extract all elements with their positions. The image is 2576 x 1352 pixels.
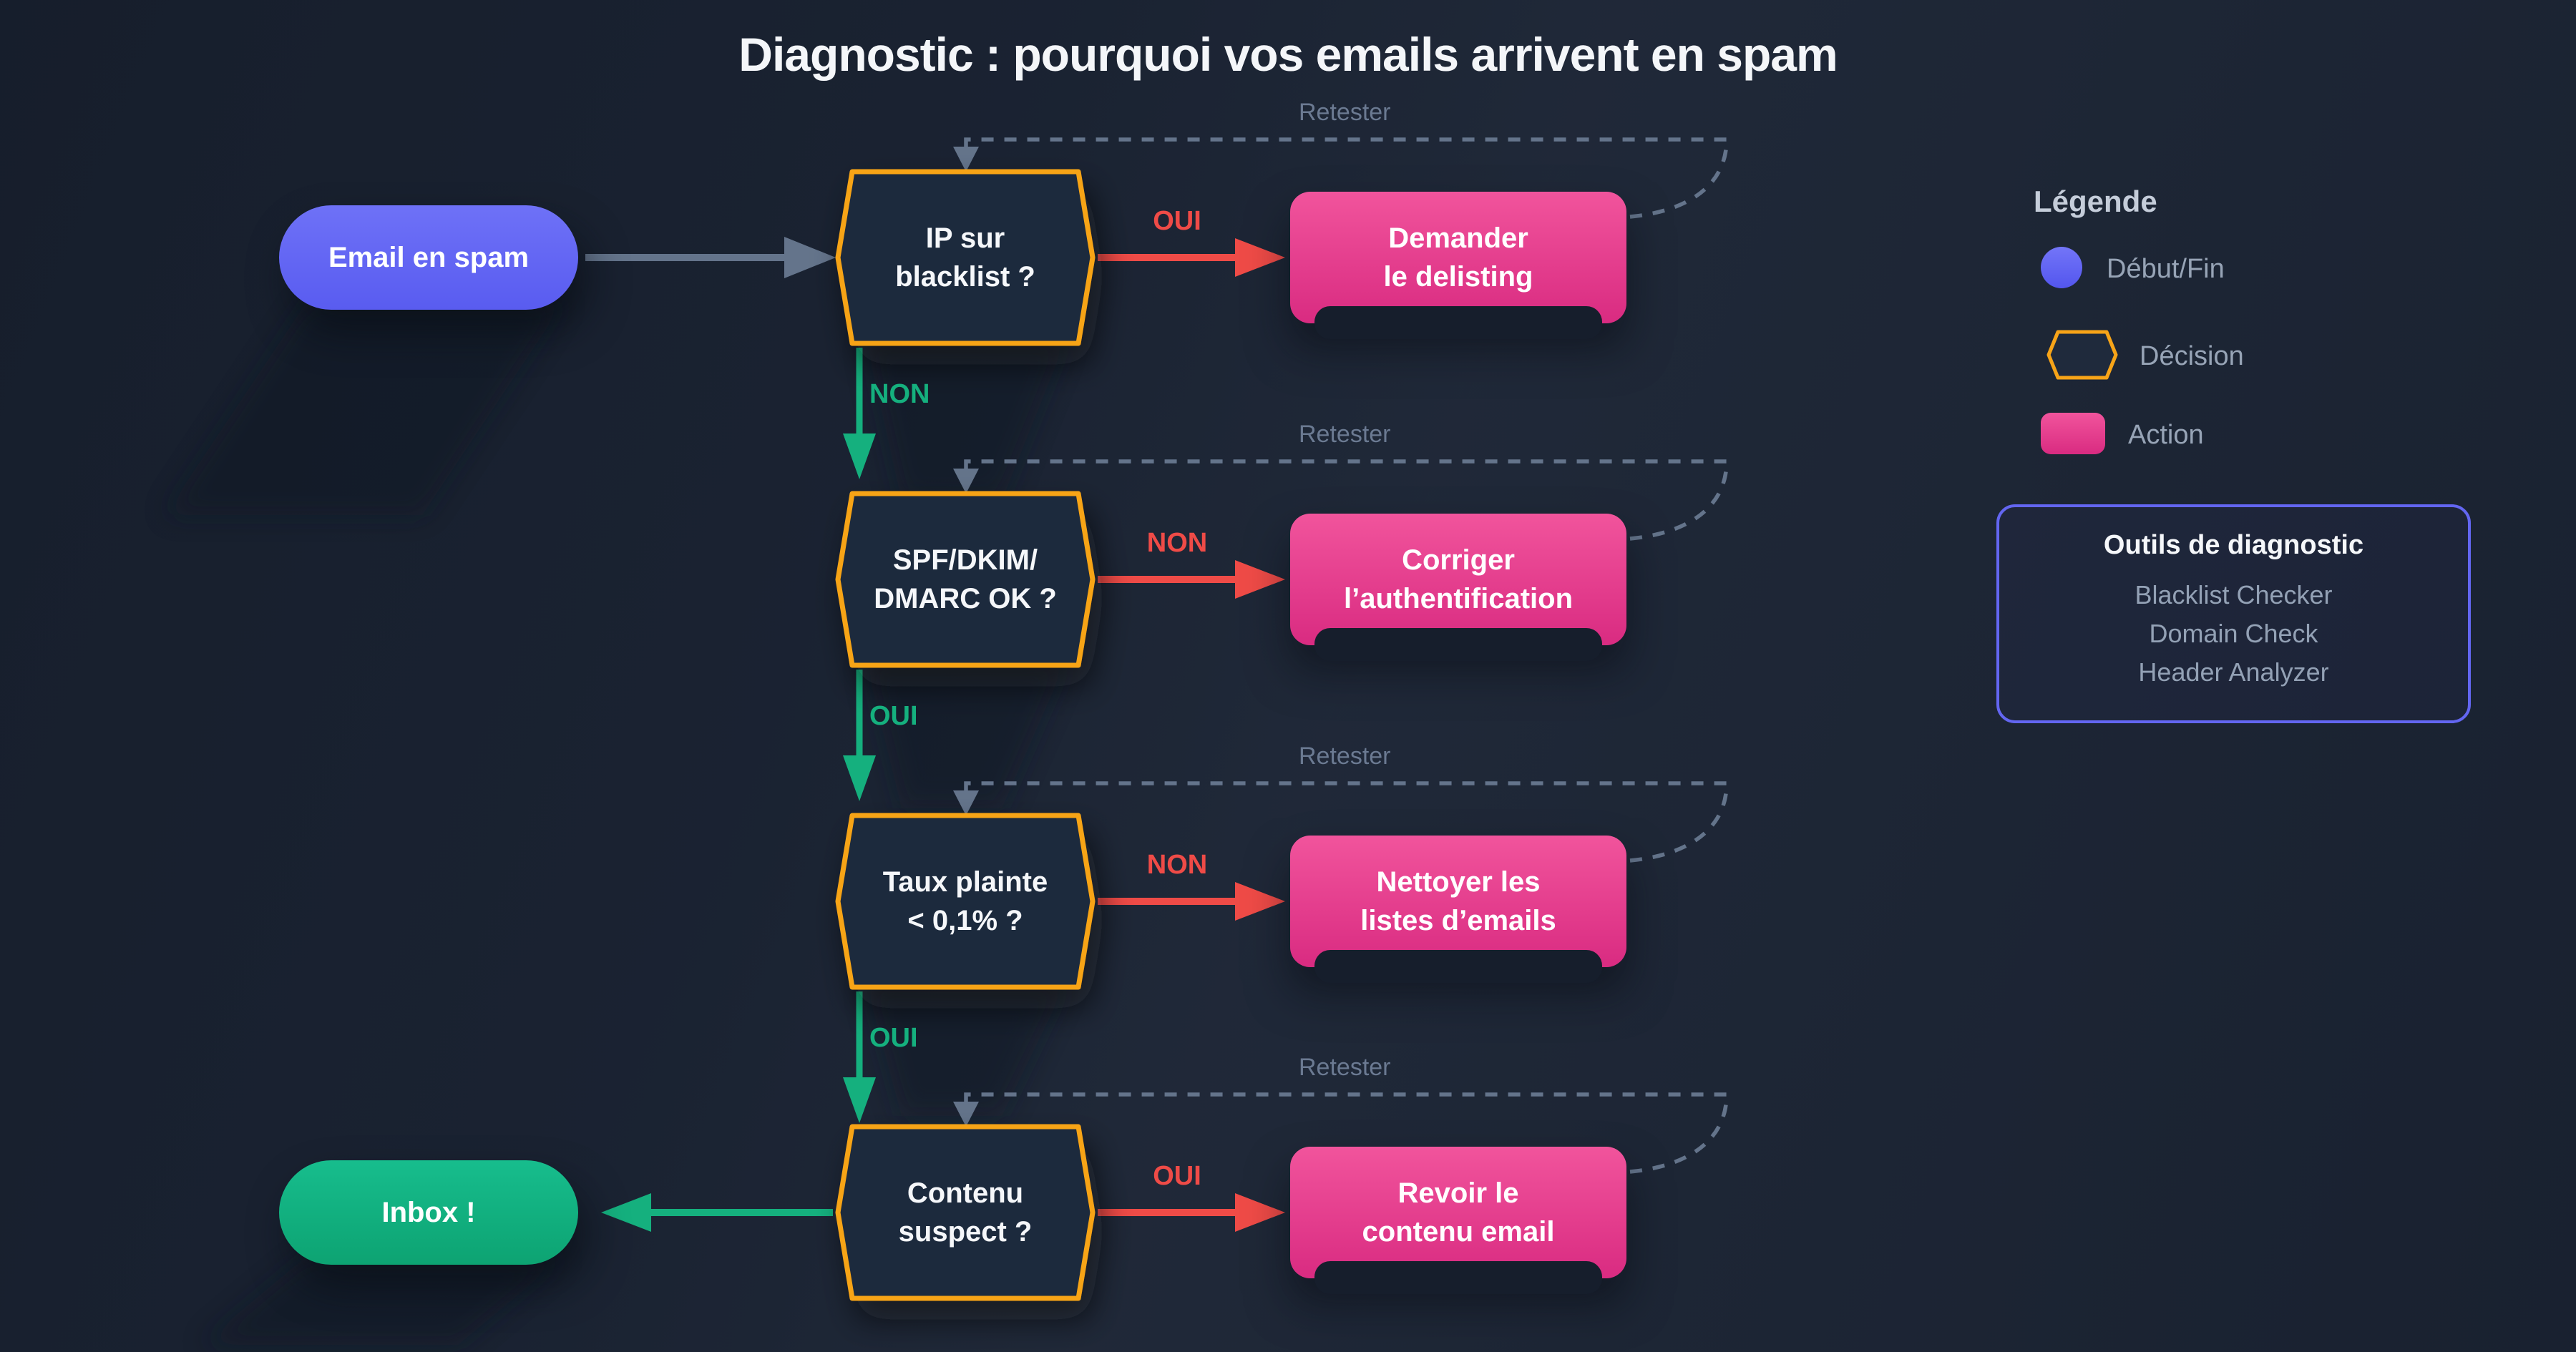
action-line: Nettoyer les: [1376, 866, 1541, 898]
action-nettoyer-listes: Nettoyer les listes d’emails: [1290, 836, 1626, 983]
action-line: l’authentification: [1344, 583, 1573, 614]
legend-action-label: Action: [2128, 420, 2204, 450]
action-line: le delisting: [1383, 261, 1533, 293]
branch-label-non: NON: [1146, 528, 1208, 558]
legend-action-icon: [2041, 413, 2105, 454]
decision-contenu-suspect: Contenu suspect ?: [838, 1127, 1093, 1298]
retester-label: Retester: [1299, 1054, 1391, 1081]
page-title: Diagnostic : pourquoi vos emails arriven…: [738, 28, 1838, 81]
start-arrow: [585, 237, 836, 278]
legend-start-end-label: Début/Fin: [2107, 254, 2225, 284]
decision-hexagons: [835, 169, 1096, 1301]
legend-decision-icon: [2046, 330, 2118, 380]
red-branch-arrows: [1098, 254, 1235, 1216]
retester-label: Retester: [1299, 421, 1391, 448]
decision-line: IP sur: [925, 222, 1005, 254]
tools-item: Header Analyzer: [2138, 657, 2329, 687]
decision-line: Taux plainte: [882, 866, 1048, 898]
decision-line: SPF/DKIM/: [892, 544, 1038, 576]
end-node: Inbox !: [279, 1160, 578, 1265]
end-node-label: Inbox !: [381, 1196, 476, 1228]
green-arrowheads: [843, 433, 876, 1123]
decision-line: blacklist ?: [895, 261, 1035, 293]
action-corriger-authentification: Corriger l’authentification: [1290, 514, 1626, 661]
decision-taux-plainte: Taux plainte < 0,1% ?: [838, 815, 1093, 987]
decision-ip-blacklist: IP sur blacklist ?: [838, 172, 1093, 343]
action-line: Revoir le: [1397, 1177, 1519, 1209]
retester-loop-paths: [964, 137, 1729, 1174]
tools-item: Domain Check: [2149, 619, 2318, 648]
action-demander-delisting: Demander le delisting: [1290, 192, 1626, 339]
decision-line: DMARC OK ?: [874, 583, 1057, 614]
action-revoir-contenu: Revoir le contenu email: [1290, 1147, 1626, 1294]
start-node-label: Email en spam: [328, 241, 530, 273]
branch-label-non: NON: [1146, 850, 1208, 880]
branch-label-oui: OUI: [869, 1023, 918, 1053]
legend-title: Légende: [2034, 185, 2157, 218]
decision-line: suspect ?: [898, 1216, 1033, 1248]
inbox-arrow: [601, 1193, 833, 1232]
action-line: Demander: [1388, 222, 1528, 254]
legend-start-end-icon: [2041, 247, 2082, 288]
retester-arrowheads: [953, 147, 979, 1127]
retester-label: Retester: [1299, 743, 1391, 770]
decision-line: < 0,1% ?: [907, 905, 1023, 936]
tools-panel-title: Outils de diagnostic: [2103, 530, 2364, 560]
branch-label-oui: OUI: [869, 701, 918, 731]
action-line: contenu email: [1362, 1216, 1555, 1248]
tools-item: Blacklist Checker: [2135, 580, 2333, 609]
red-arrowheads: [1235, 238, 1285, 1232]
branch-label-non: NON: [869, 379, 930, 409]
legend-decision-label: Décision: [2140, 341, 2244, 371]
start-node: Email en spam: [279, 205, 578, 310]
branch-label-oui: OUI: [1153, 206, 1201, 236]
action-line: listes d’emails: [1360, 905, 1556, 936]
tools-panel: Outils de diagnostic Blacklist Checker D…: [1996, 504, 2471, 723]
action-line: Corriger: [1402, 544, 1515, 576]
decision-spf-dkim-dmarc: SPF/DKIM/ DMARC OK ?: [838, 494, 1093, 665]
decision-line: Contenu: [907, 1177, 1024, 1209]
branch-label-oui: OUI: [1153, 1161, 1201, 1191]
retester-label: Retester: [1299, 99, 1391, 126]
